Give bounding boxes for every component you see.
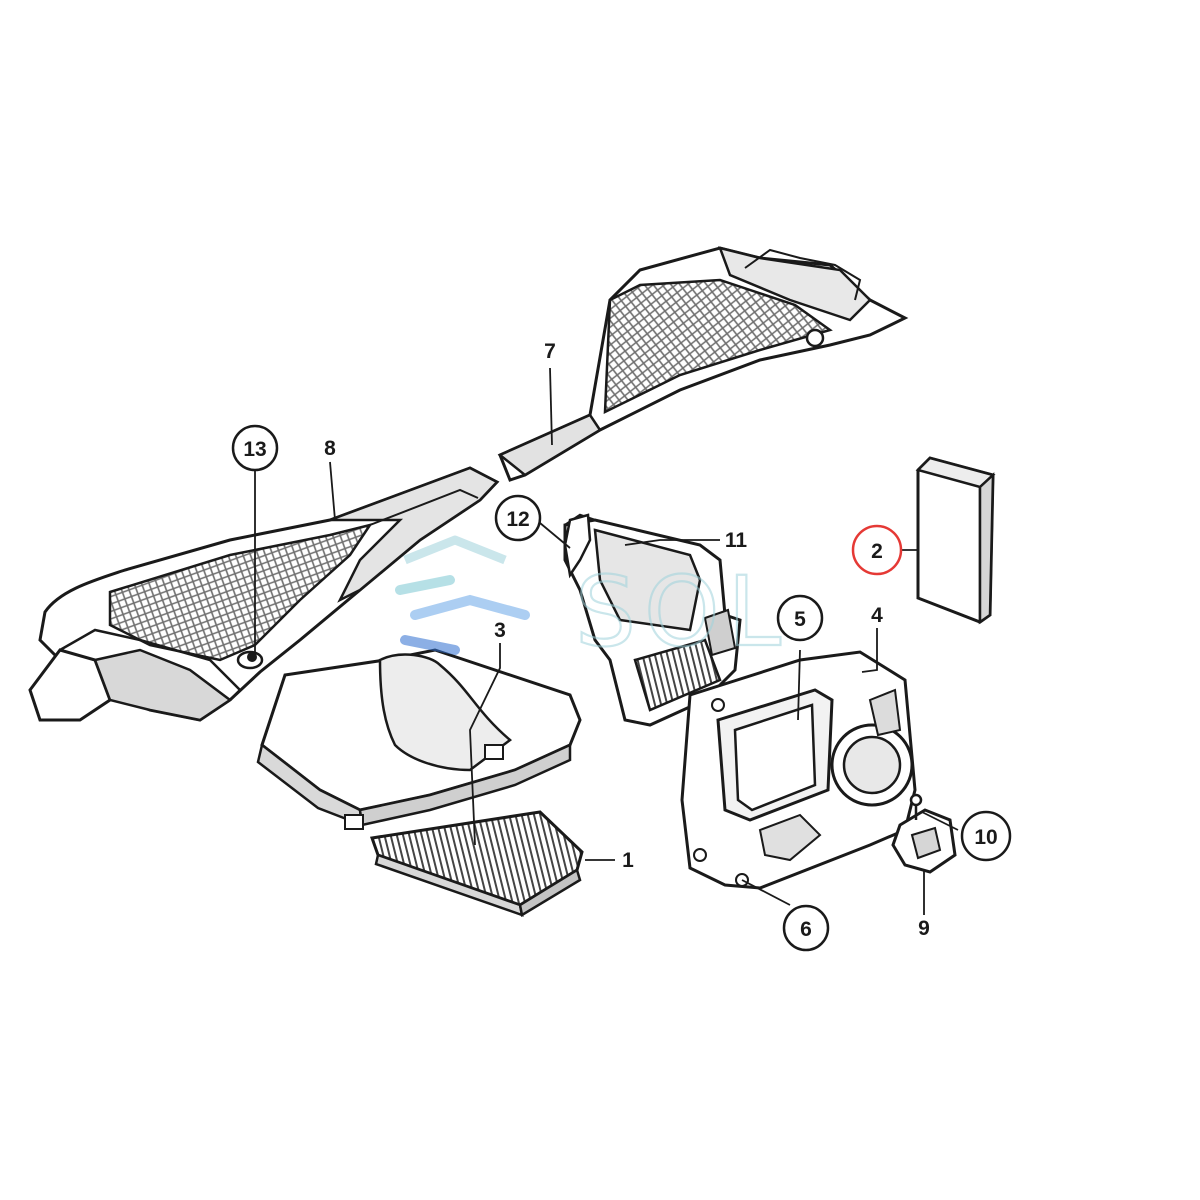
callout-label-5: 5 (794, 608, 806, 631)
callout-label-11: 11 (725, 529, 748, 552)
leader-12 (539, 522, 571, 549)
part-11-intake-duct (563, 513, 742, 727)
leader-11 (624, 539, 720, 546)
callout-label-10: 10 (974, 826, 997, 849)
callout-7: 7 (544, 340, 556, 363)
leader-3 (469, 643, 501, 846)
leader-5 (797, 649, 801, 721)
callout-11: 11 (725, 529, 748, 552)
callout-6: 6 (782, 904, 830, 952)
callout-label-13: 13 (243, 438, 266, 461)
part-3-filter-housing-cover (256, 648, 582, 830)
leader-lines (254, 367, 959, 915)
callout-label-3: 3 (494, 619, 506, 642)
callout-4: 4 (871, 604, 883, 627)
callout-2: 2 (851, 524, 903, 576)
callout-5: 5 (776, 594, 824, 642)
part-9-connector (891, 808, 957, 874)
callout-label-4: 4 (871, 604, 883, 627)
callout-13: 13 (231, 424, 279, 472)
callout-8: 8 (324, 437, 336, 460)
watermark-logo (395, 535, 530, 655)
leader-8 (329, 461, 336, 521)
callout-label-12: 12 (506, 508, 529, 531)
watermark-text: SOL (575, 556, 789, 668)
part-1-microfilter (369, 810, 584, 917)
callout-label-1: 1 (622, 849, 634, 872)
callout-label-6: 6 (800, 918, 812, 941)
callout-label-8: 8 (324, 437, 336, 460)
callout-10: 10 (960, 810, 1012, 862)
part-10-screw (909, 793, 923, 820)
callouts: 1 2 3 4 5 6 7 8 9 10 (231, 340, 1012, 952)
callout-label-7: 7 (544, 340, 556, 363)
leader-7 (549, 367, 553, 446)
callout-label-2: 2 (871, 540, 883, 563)
callout-12: 12 (494, 494, 542, 542)
part-8-left-cowl-cover (28, 466, 500, 722)
callout-9: 9 (918, 917, 930, 940)
leader-10 (921, 811, 959, 831)
callout-3: 3 (494, 619, 506, 642)
leader-4 (861, 628, 878, 673)
leader-6 (741, 879, 791, 906)
part-4-housing-plate (680, 650, 917, 890)
part-2-filter-element (915, 456, 996, 625)
part-7-right-cowl-cover (497, 246, 909, 482)
callout-label-9: 9 (918, 917, 930, 940)
callout-1: 1 (622, 849, 634, 872)
